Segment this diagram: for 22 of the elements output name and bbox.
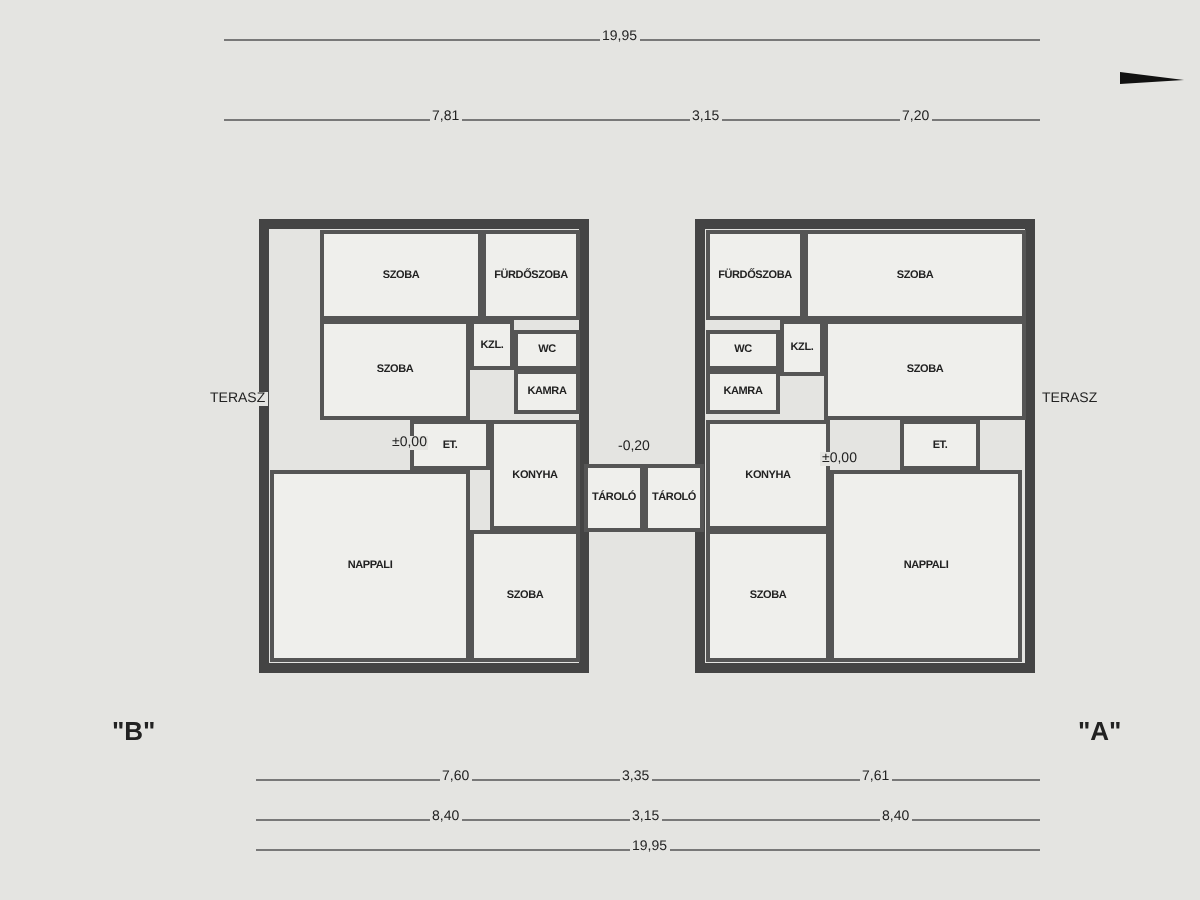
room-outline <box>514 330 580 370</box>
room-outline <box>470 320 514 370</box>
room-outline <box>584 464 644 532</box>
room-outline <box>706 330 780 370</box>
section-label: "B" <box>110 716 158 746</box>
room-outline <box>830 470 1022 662</box>
section-label: "A" <box>1076 716 1124 746</box>
room-outline <box>706 230 804 320</box>
room-outline <box>706 370 780 414</box>
room-outline <box>320 320 470 420</box>
room-outline <box>490 420 580 530</box>
room-outline <box>644 464 704 532</box>
room-outline <box>482 230 580 320</box>
room-outline <box>706 530 830 662</box>
room-outline <box>780 320 824 376</box>
room-outline <box>270 470 470 662</box>
room-outline <box>514 370 580 414</box>
room-outline <box>824 320 1026 420</box>
room-outline <box>900 420 980 470</box>
room-outline <box>470 530 580 662</box>
room-outline <box>320 230 482 320</box>
room-outline <box>804 230 1026 320</box>
